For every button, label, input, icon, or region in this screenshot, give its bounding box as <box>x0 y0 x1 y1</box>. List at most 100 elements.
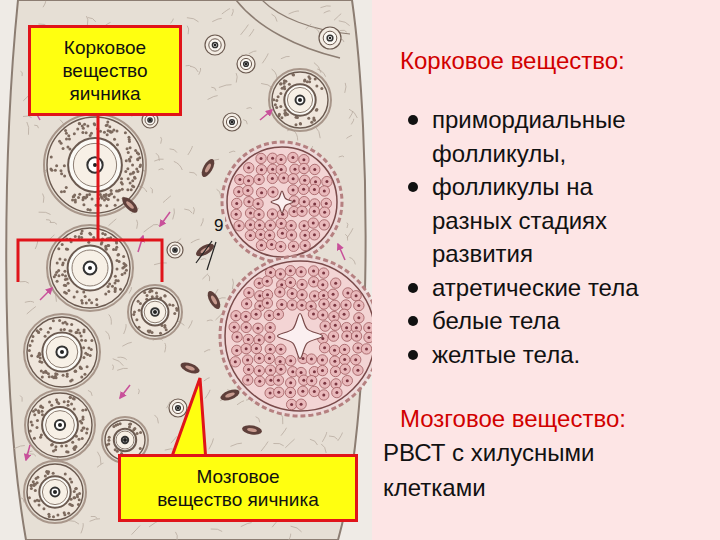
granulosa-cell <box>101 232 104 235</box>
granulosa-cell <box>85 431 88 434</box>
stroma-fiber <box>207 320 213 321</box>
granulosa-cell <box>60 142 63 145</box>
cell-nucleus <box>355 326 358 329</box>
cell <box>309 230 319 240</box>
cell <box>267 173 277 183</box>
cell-nucleus <box>260 244 263 247</box>
granulosa-cell <box>63 164 66 167</box>
granulosa-cell <box>56 514 59 517</box>
follicle-wall <box>227 147 337 257</box>
cell-nucleus <box>290 224 293 227</box>
granulosa-cell <box>117 253 120 256</box>
granulosa-cell <box>133 311 136 314</box>
stroma-fiber <box>201 218 204 226</box>
granulosa-cell <box>64 275 67 278</box>
cell <box>276 364 286 374</box>
cell-nucleus <box>247 368 250 371</box>
granulosa-cell <box>78 492 81 495</box>
granulosa-cell <box>88 298 91 301</box>
cell <box>253 198 263 208</box>
granulosa-cell <box>52 319 55 322</box>
cell-nucleus <box>258 178 261 181</box>
cell-nucleus <box>302 379 305 382</box>
cell <box>341 300 351 310</box>
cell <box>241 299 251 309</box>
stroma-fiber <box>184 209 192 213</box>
granulosa-cell <box>292 73 295 76</box>
granulosa-cell <box>111 285 114 288</box>
pointer-line <box>97 100 100 240</box>
cell-nucleus <box>303 200 306 203</box>
granulosa-cell <box>60 172 63 175</box>
oocyte <box>170 245 180 255</box>
stroma-fiber <box>339 21 350 26</box>
stroma-fiber <box>50 222 57 224</box>
granulosa-cell <box>78 235 81 238</box>
granulosa-cell <box>29 430 32 433</box>
cell-nucleus <box>291 370 294 373</box>
stroma-fiber <box>156 153 159 161</box>
theca <box>220 256 380 416</box>
granulosa-cell <box>115 129 118 132</box>
cell-nucleus <box>293 210 296 213</box>
cell <box>361 344 371 354</box>
cell-nucleus <box>238 224 241 227</box>
list-item: фолликулы на разных стадиях развития <box>372 170 672 271</box>
callout-box: Корковое вещество яичника <box>28 25 182 116</box>
cell <box>332 387 342 397</box>
stroma-fiber <box>88 18 96 22</box>
large-follicle <box>220 256 380 416</box>
granulosa-cell <box>77 196 80 199</box>
cell <box>306 354 316 364</box>
stroma-fiber <box>347 228 353 238</box>
stroma-fiber <box>68 521 79 525</box>
nucleus <box>151 308 159 316</box>
granulosa-cell <box>32 410 35 413</box>
cell <box>232 198 242 208</box>
stroma-fiber <box>14 445 25 448</box>
granulosa-cell <box>31 423 34 426</box>
granulosa-cell <box>105 443 108 446</box>
granulosa-cell <box>164 294 167 297</box>
granulosa-cell <box>60 190 63 193</box>
cell-nucleus <box>289 381 292 384</box>
granulosa-cell <box>320 87 323 90</box>
stroma-fiber <box>153 224 160 226</box>
cell-nucleus <box>234 360 237 363</box>
cell-nucleus <box>323 223 326 226</box>
stroma-fiber <box>306 24 312 29</box>
granulosa-cell <box>299 122 302 125</box>
granulosa-cell <box>57 247 60 250</box>
cell-nucleus <box>244 315 247 318</box>
granulosa-cell <box>54 273 57 276</box>
granulosa-cell <box>54 372 57 375</box>
ovary-outline <box>6 0 365 540</box>
granulosa-cell <box>40 369 43 372</box>
granulosa-cell <box>118 260 121 263</box>
stroma-fiber <box>173 208 175 219</box>
cell <box>299 163 309 173</box>
granulosa-cell <box>61 322 64 325</box>
stroma-fiber <box>27 122 29 135</box>
cell <box>296 267 306 277</box>
theca <box>24 314 100 390</box>
granulosa-cell <box>277 95 280 98</box>
granulosa-cell <box>69 396 72 399</box>
cell-nucleus <box>355 335 358 338</box>
cell <box>254 209 264 219</box>
follicle-wall <box>319 27 341 49</box>
granulosa-cell <box>56 400 59 403</box>
cell <box>254 353 264 363</box>
stroma-fiber <box>232 9 234 16</box>
vessel-wall <box>205 289 223 311</box>
cell-nucleus <box>313 188 316 191</box>
granulosa-cell <box>106 133 109 136</box>
cell-nucleus <box>291 156 294 159</box>
cell-nucleus <box>289 359 292 362</box>
granulosa-cell <box>50 444 53 447</box>
cell <box>331 278 341 288</box>
cell-nucleus <box>301 210 304 213</box>
granulosa-cell <box>30 487 33 490</box>
primordial-follicle <box>169 399 187 417</box>
cell <box>241 311 251 321</box>
